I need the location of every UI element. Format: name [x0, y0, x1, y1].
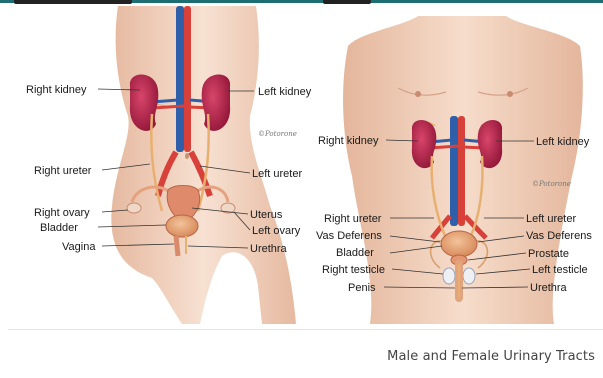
artist-signature: ©Potorone: [532, 180, 571, 188]
bladder: [441, 231, 477, 257]
label-vagina: Vagina: [62, 241, 96, 253]
label-left-kidney-male: Left kidney: [536, 136, 590, 148]
label-bladder-female: Bladder: [40, 222, 78, 234]
vena-cava: [176, 6, 184, 152]
label-left-kidney-female: Left kidney: [258, 86, 312, 98]
label-urethra-male: Urethra: [530, 282, 568, 294]
label-prostate: Prostate: [528, 248, 569, 260]
caption-divider: [8, 329, 603, 330]
label-vas-deferens-left: Vas Deferens: [526, 230, 592, 242]
label-uterus: Uterus: [250, 209, 283, 221]
label-left-testicle: Left testicle: [532, 264, 588, 276]
aorta: [184, 6, 191, 152]
label-right-kidney-male: Right kidney: [318, 135, 379, 147]
cropped-heading-fragment: [14, 0, 132, 4]
right-ovary: [127, 203, 141, 213]
label-penis: Penis: [348, 282, 376, 294]
label-left-ureter-female: Left ureter: [252, 168, 302, 180]
artist-signature: ©Potorone: [258, 130, 297, 138]
figure-caption: Male and Female Urinary Tracts: [387, 349, 595, 364]
cropped-heading-fragment: [323, 0, 371, 4]
left-testicle: [463, 268, 475, 284]
label-right-kidney-female: Right kidney: [26, 84, 87, 96]
label-right-ureter-male: Right ureter: [324, 213, 382, 225]
label-right-ureter-female: Right ureter: [34, 165, 92, 177]
label-left-ovary: Left ovary: [252, 225, 301, 237]
right-kidney: [130, 74, 158, 130]
label-bladder-male: Bladder: [336, 247, 374, 259]
aorta: [458, 116, 465, 226]
urinary-tract-illustration: ©Potorone Right kidney Left kidney Right…: [0, 6, 603, 324]
navel: [185, 153, 189, 159]
right-testicle: [443, 268, 455, 284]
label-left-ureter-male: Left ureter: [526, 213, 576, 225]
label-right-ovary: Right ovary: [34, 207, 90, 219]
label-urethra-female: Urethra: [250, 243, 288, 255]
label-right-testicle: Right testicle: [322, 264, 385, 276]
bladder: [166, 215, 198, 237]
left-kidney: [202, 74, 230, 130]
label-vas-deferens-right: Vas Deferens: [316, 230, 382, 242]
vena-cava: [450, 116, 458, 226]
